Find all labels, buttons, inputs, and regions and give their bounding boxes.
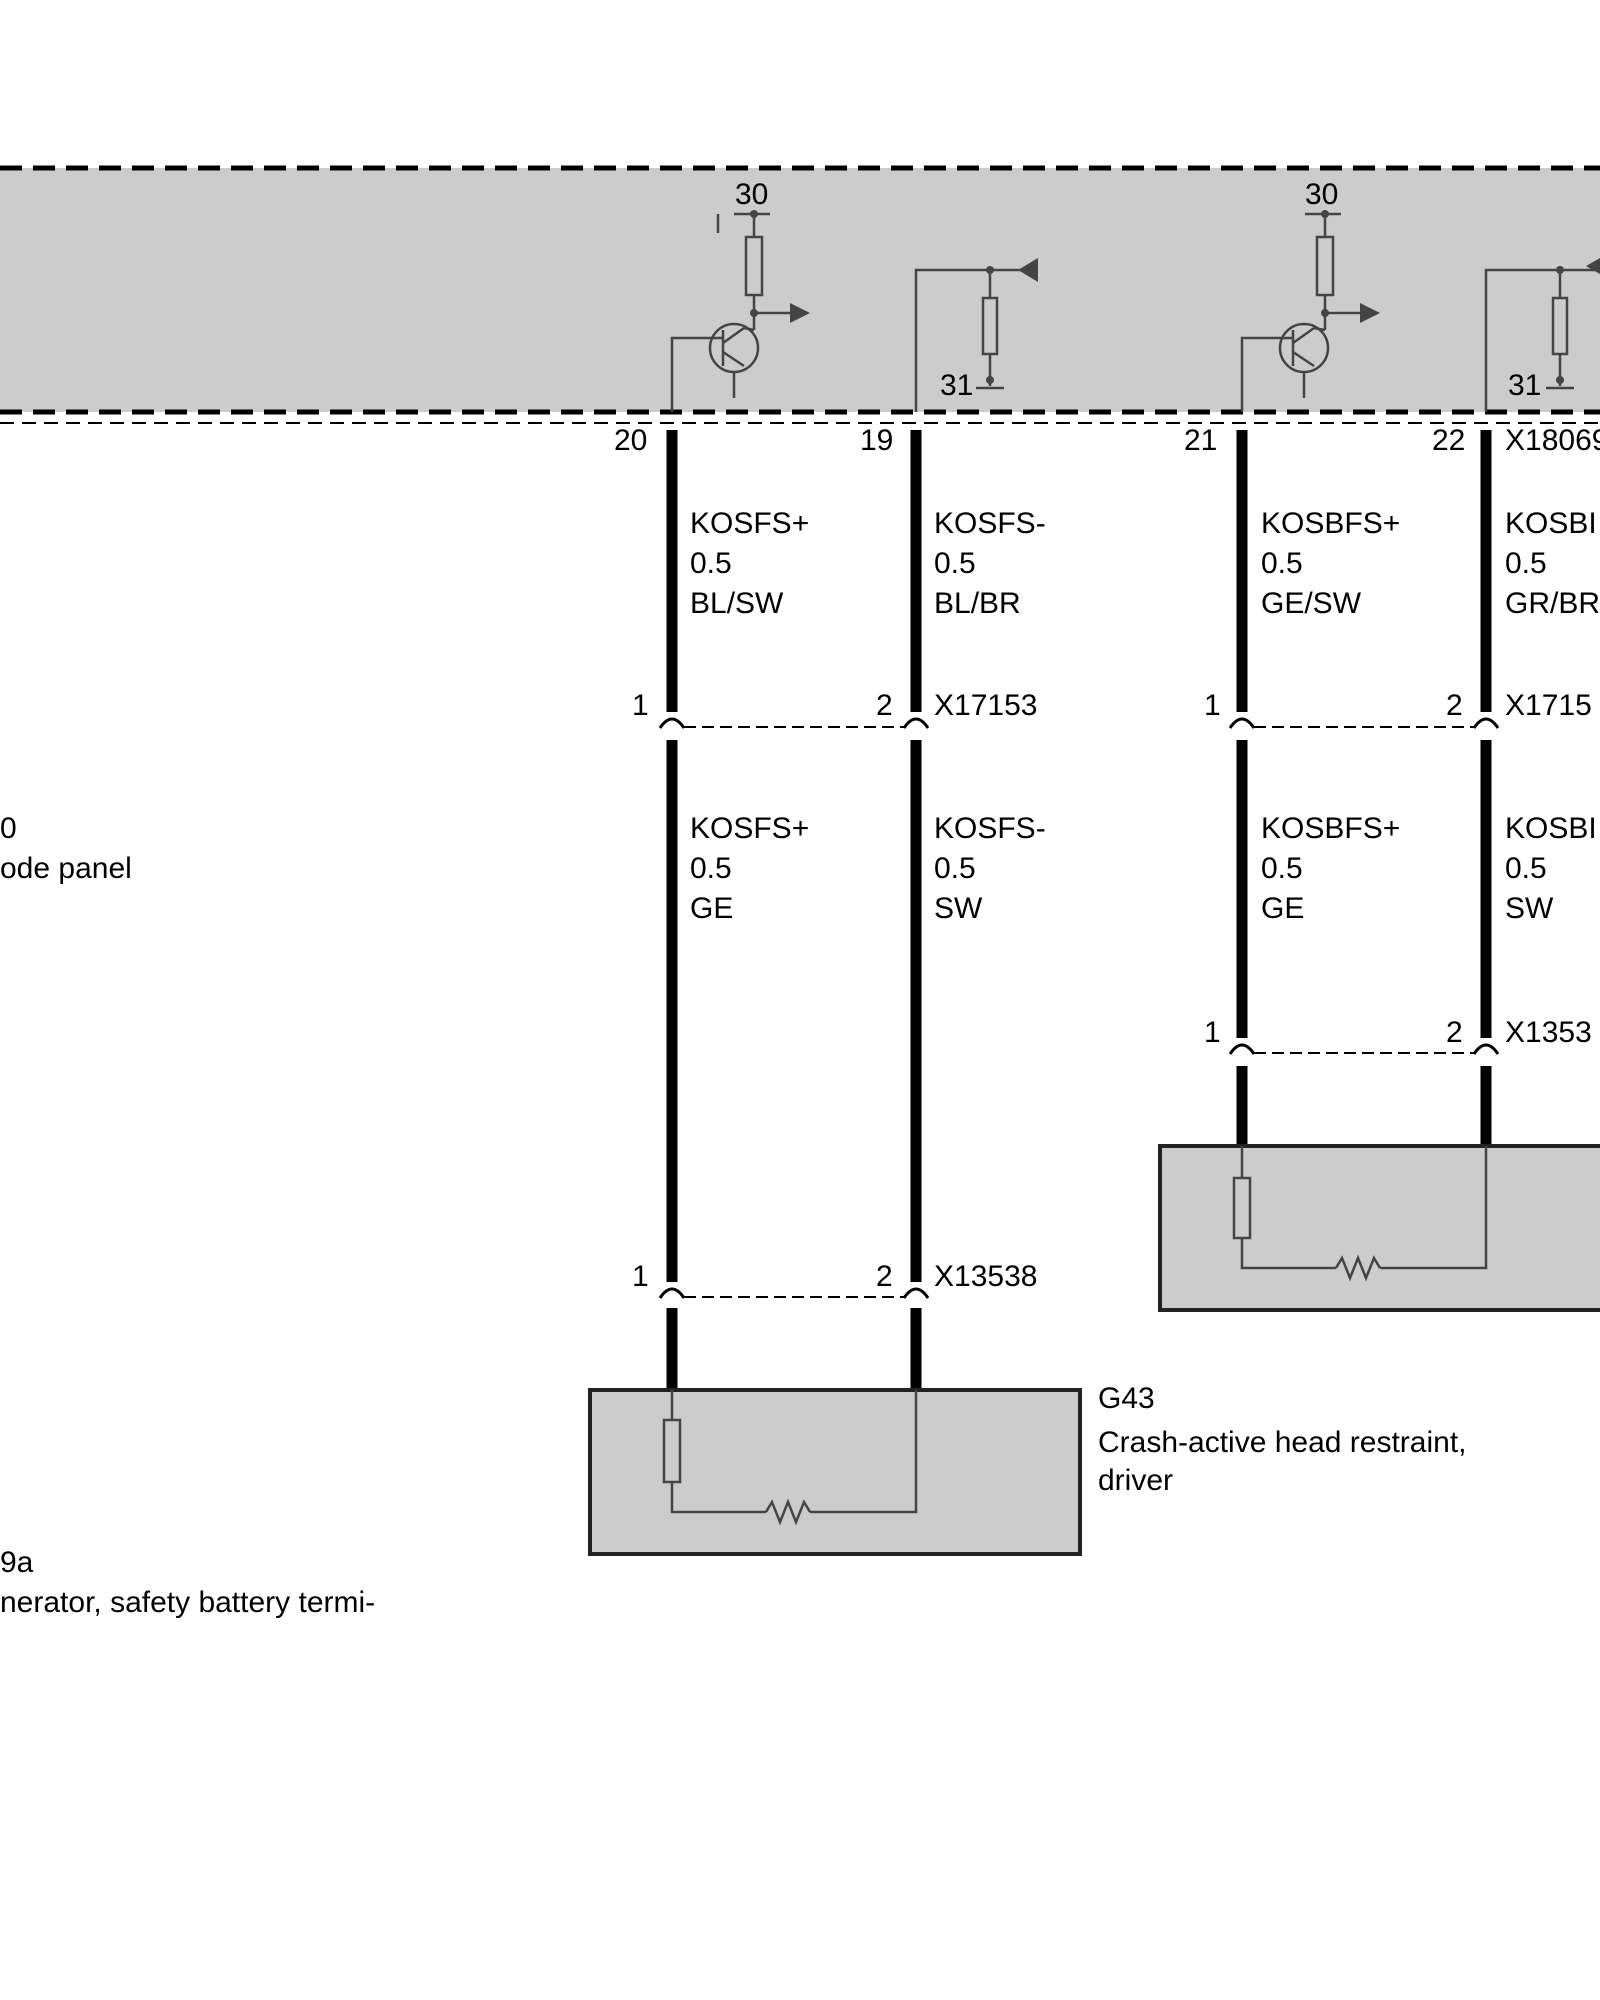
svg-text:0.5: 0.5 (934, 852, 976, 885)
terminal-30-right-label: 30 (1305, 178, 1338, 211)
x13539-pin1: 1 (1204, 1016, 1221, 1049)
x17154-label: X1715 (1505, 689, 1592, 722)
connector-x18069-label: X18069 (1505, 424, 1600, 457)
terminal-30-left-dot (750, 210, 758, 218)
g43-desc-line1: Crash-active head restraint, (1098, 1426, 1467, 1459)
sense-circuit-left (914, 268, 1020, 412)
svg-text:BL/SW: BL/SW (690, 587, 784, 620)
svg-text:KOSBI: KOSBI (1505, 812, 1597, 845)
left-text-line2: ode panel (0, 852, 132, 885)
connector-x17153 (658, 717, 930, 729)
x13538-pin1: 1 (632, 1260, 649, 1293)
terminal-30-right-dot (1321, 210, 1329, 218)
svg-text:KOSBFS+: KOSBFS+ (1261, 507, 1400, 540)
svg-text:KOSFS-: KOSFS- (934, 507, 1046, 540)
x17153-label: X17153 (934, 689, 1037, 722)
component-g43 (588, 1388, 1082, 1556)
pin-19-label: 19 (860, 424, 893, 457)
x13539-pin2: 2 (1446, 1016, 1463, 1049)
wire-labels-lower-3: KOSBFS+ 0.5 GE (1261, 812, 1400, 925)
wire-labels-upper-2: KOSFS- 0.5 BL/BR (934, 507, 1046, 620)
arrow-right-out (1360, 303, 1380, 323)
pin-22-label: 22 (1432, 424, 1465, 457)
left-text-line4: nerator, safety battery termi- (0, 1586, 375, 1619)
wire-labels-upper-4: KOSBI 0.5 GR/BR (1505, 507, 1600, 620)
arrow-right-in (1586, 258, 1600, 274)
svg-text:0.5: 0.5 (690, 547, 732, 580)
control-unit (0, 165, 1600, 424)
wire-bundle (666, 430, 1492, 1390)
x17154-pin1: 1 (1204, 689, 1221, 722)
x13538-pin2: 2 (876, 1260, 893, 1293)
wire-labels-upper-1: KOSFS+ 0.5 BL/SW (690, 507, 809, 620)
pin-20-label: 20 (614, 424, 647, 457)
svg-text:SW: SW (934, 892, 983, 925)
wire-labels-lower-2: KOSFS- 0.5 SW (934, 812, 1046, 925)
terminal-30-left-label: 30 (735, 178, 768, 211)
svg-text:BL/BR: BL/BR (934, 587, 1021, 620)
svg-text:0.5: 0.5 (934, 547, 976, 580)
connector-x13539 (1228, 1043, 1500, 1055)
svg-text:SW: SW (1505, 892, 1554, 925)
svg-text:KOSBI: KOSBI (1505, 507, 1597, 540)
arrow-left-in (1018, 258, 1038, 282)
svg-text:GE: GE (690, 892, 733, 925)
g43-id: G43 (1098, 1382, 1155, 1415)
wire-labels-lower-4: KOSBI 0.5 SW (1505, 812, 1597, 925)
svg-text:GR/BR: GR/BR (1505, 587, 1600, 620)
ground-31-left-label: 31 (940, 369, 973, 402)
x17153-pin1: 1 (632, 689, 649, 722)
left-text-line1: 0 (0, 812, 17, 845)
node-right-sense (1556, 266, 1564, 274)
driver-circuit-left (670, 214, 790, 412)
component-passenger-restraint (1158, 1144, 1600, 1312)
x13539-label: X1353 (1505, 1016, 1592, 1049)
node-left-sense (986, 266, 994, 274)
node-left-out (750, 309, 758, 317)
svg-text:0.5: 0.5 (690, 852, 732, 885)
svg-text:GE: GE (1261, 892, 1304, 925)
svg-text:KOSFS+: KOSFS+ (690, 507, 809, 540)
connector-x17154 (1228, 717, 1500, 729)
wire-labels-lower-1: KOSFS+ 0.5 GE (690, 812, 809, 925)
svg-text:KOSFS-: KOSFS- (934, 812, 1046, 845)
svg-text:0.5: 0.5 (1505, 852, 1547, 885)
ground-31-right-label: 31 (1508, 369, 1541, 402)
x13538-label: X13538 (934, 1260, 1037, 1293)
ground-31-right-dot (1556, 376, 1564, 384)
svg-text:KOSBFS+: KOSBFS+ (1261, 812, 1400, 845)
wire-labels-upper-3: KOSBFS+ 0.5 GE/SW (1261, 507, 1400, 620)
arrow-left-out (790, 303, 810, 323)
control-unit-body (0, 168, 1600, 412)
svg-text:0.5: 0.5 (1261, 852, 1303, 885)
x17154-pin2: 2 (1446, 689, 1463, 722)
connector-x13538 (658, 1287, 930, 1299)
svg-text:0.5: 0.5 (1505, 547, 1547, 580)
svg-text:KOSFS+: KOSFS+ (690, 812, 809, 845)
svg-text:0.5: 0.5 (1261, 547, 1303, 580)
pin-21-label: 21 (1184, 424, 1217, 457)
left-text-line3: 9a (0, 1546, 34, 1579)
svg-text:GE/SW: GE/SW (1261, 587, 1362, 620)
ground-31-left-dot (986, 376, 994, 384)
node-right-out (1321, 309, 1329, 317)
g43-desc-line2: driver (1098, 1464, 1173, 1497)
x17153-pin2: 2 (876, 689, 893, 722)
